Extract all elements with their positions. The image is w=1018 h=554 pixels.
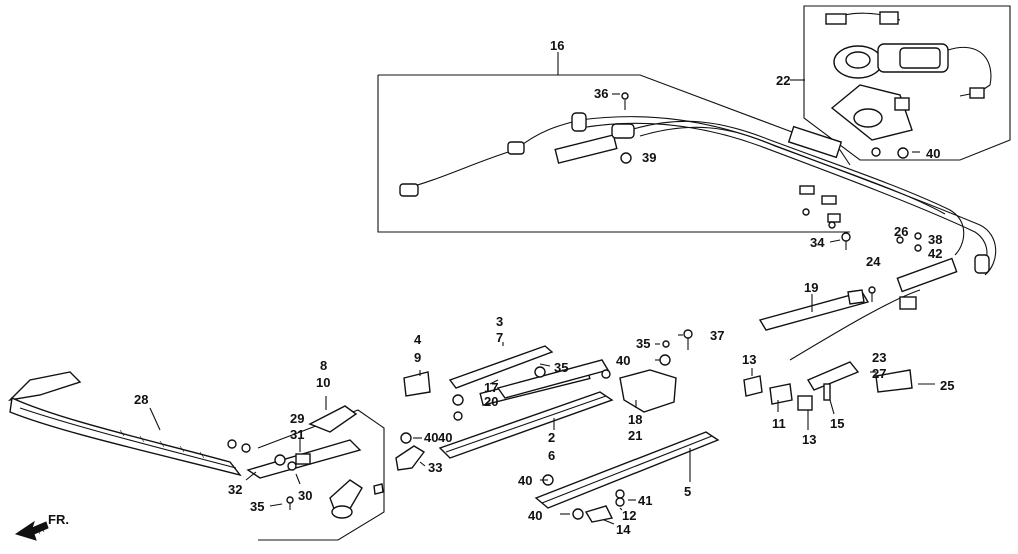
leader-lines (149, 52, 935, 525)
part-label: 32 (228, 482, 242, 497)
part-label: 15 (830, 416, 844, 431)
part-label: 11 (772, 416, 786, 431)
part-label: 19 (804, 280, 818, 295)
part-label: 40 (518, 473, 532, 488)
front-rail-assembly (7, 371, 242, 477)
part-label: 13 (802, 432, 816, 447)
part-label: 25 (940, 378, 954, 393)
part-label: 35 (554, 360, 568, 375)
drive-cables (399, 112, 997, 361)
drain-channel-assembly-frame (246, 405, 385, 541)
part-number-labels: 16 22 36 39 40 34 26 38 42 24 19 3 7 4 9… (134, 38, 954, 537)
part-label: 28 (134, 392, 148, 407)
part-label: 8 (320, 358, 327, 373)
cable-assembly-frame (377, 74, 851, 233)
part-label: 22 (776, 73, 790, 88)
part-label: 17 (484, 380, 498, 395)
part-label: 16 (550, 38, 564, 53)
part-label: 21 (628, 428, 642, 443)
guide-rails (395, 289, 913, 509)
part-label: 3 (496, 314, 503, 329)
part-label: 9 (414, 350, 421, 365)
fasteners (227, 92, 922, 523)
part-label: 40 (616, 353, 630, 368)
part-label: 26 (894, 224, 908, 239)
part-label: 39 (642, 150, 656, 165)
part-label: 5 (684, 484, 691, 499)
part-label: 14 (616, 522, 631, 537)
part-label: 38 (928, 232, 942, 247)
part-label: 29 (290, 411, 304, 426)
part-label: 34 (810, 235, 825, 250)
part-label: 33 (428, 460, 442, 475)
part-label: 35 (636, 336, 650, 351)
part-label: 4 (414, 332, 422, 347)
part-label: 2 (548, 430, 555, 445)
part-label: 31 (290, 427, 304, 442)
part-label: 24 (866, 254, 881, 269)
front-arrow-icon (14, 520, 49, 541)
front-label: FR. (48, 512, 69, 527)
part-label: 7 (496, 330, 503, 345)
part-label: 6 (548, 448, 555, 463)
sunroof-motor-assembly (803, 5, 1011, 161)
part-label: 20 (484, 394, 498, 409)
part-label: 40 (528, 508, 542, 523)
part-label: 42 (928, 246, 942, 261)
part-label: 40 (424, 430, 438, 445)
part-label: 36 (594, 86, 608, 101)
part-label: 23 (872, 350, 886, 365)
front-direction-marker: FR. (14, 512, 69, 541)
part-label: 13 (742, 352, 756, 367)
part-label: 40 (438, 430, 452, 445)
part-label: 41 (638, 493, 652, 508)
part-label: 27 (872, 366, 886, 381)
part-label: 35 (250, 499, 264, 514)
part-label: 37 (710, 328, 724, 343)
part-label: 12 (622, 508, 636, 523)
part-label: 18 (628, 412, 642, 427)
part-label: 30 (298, 488, 312, 503)
part-label: 40 (926, 146, 940, 161)
part-label: 10 (316, 375, 330, 390)
